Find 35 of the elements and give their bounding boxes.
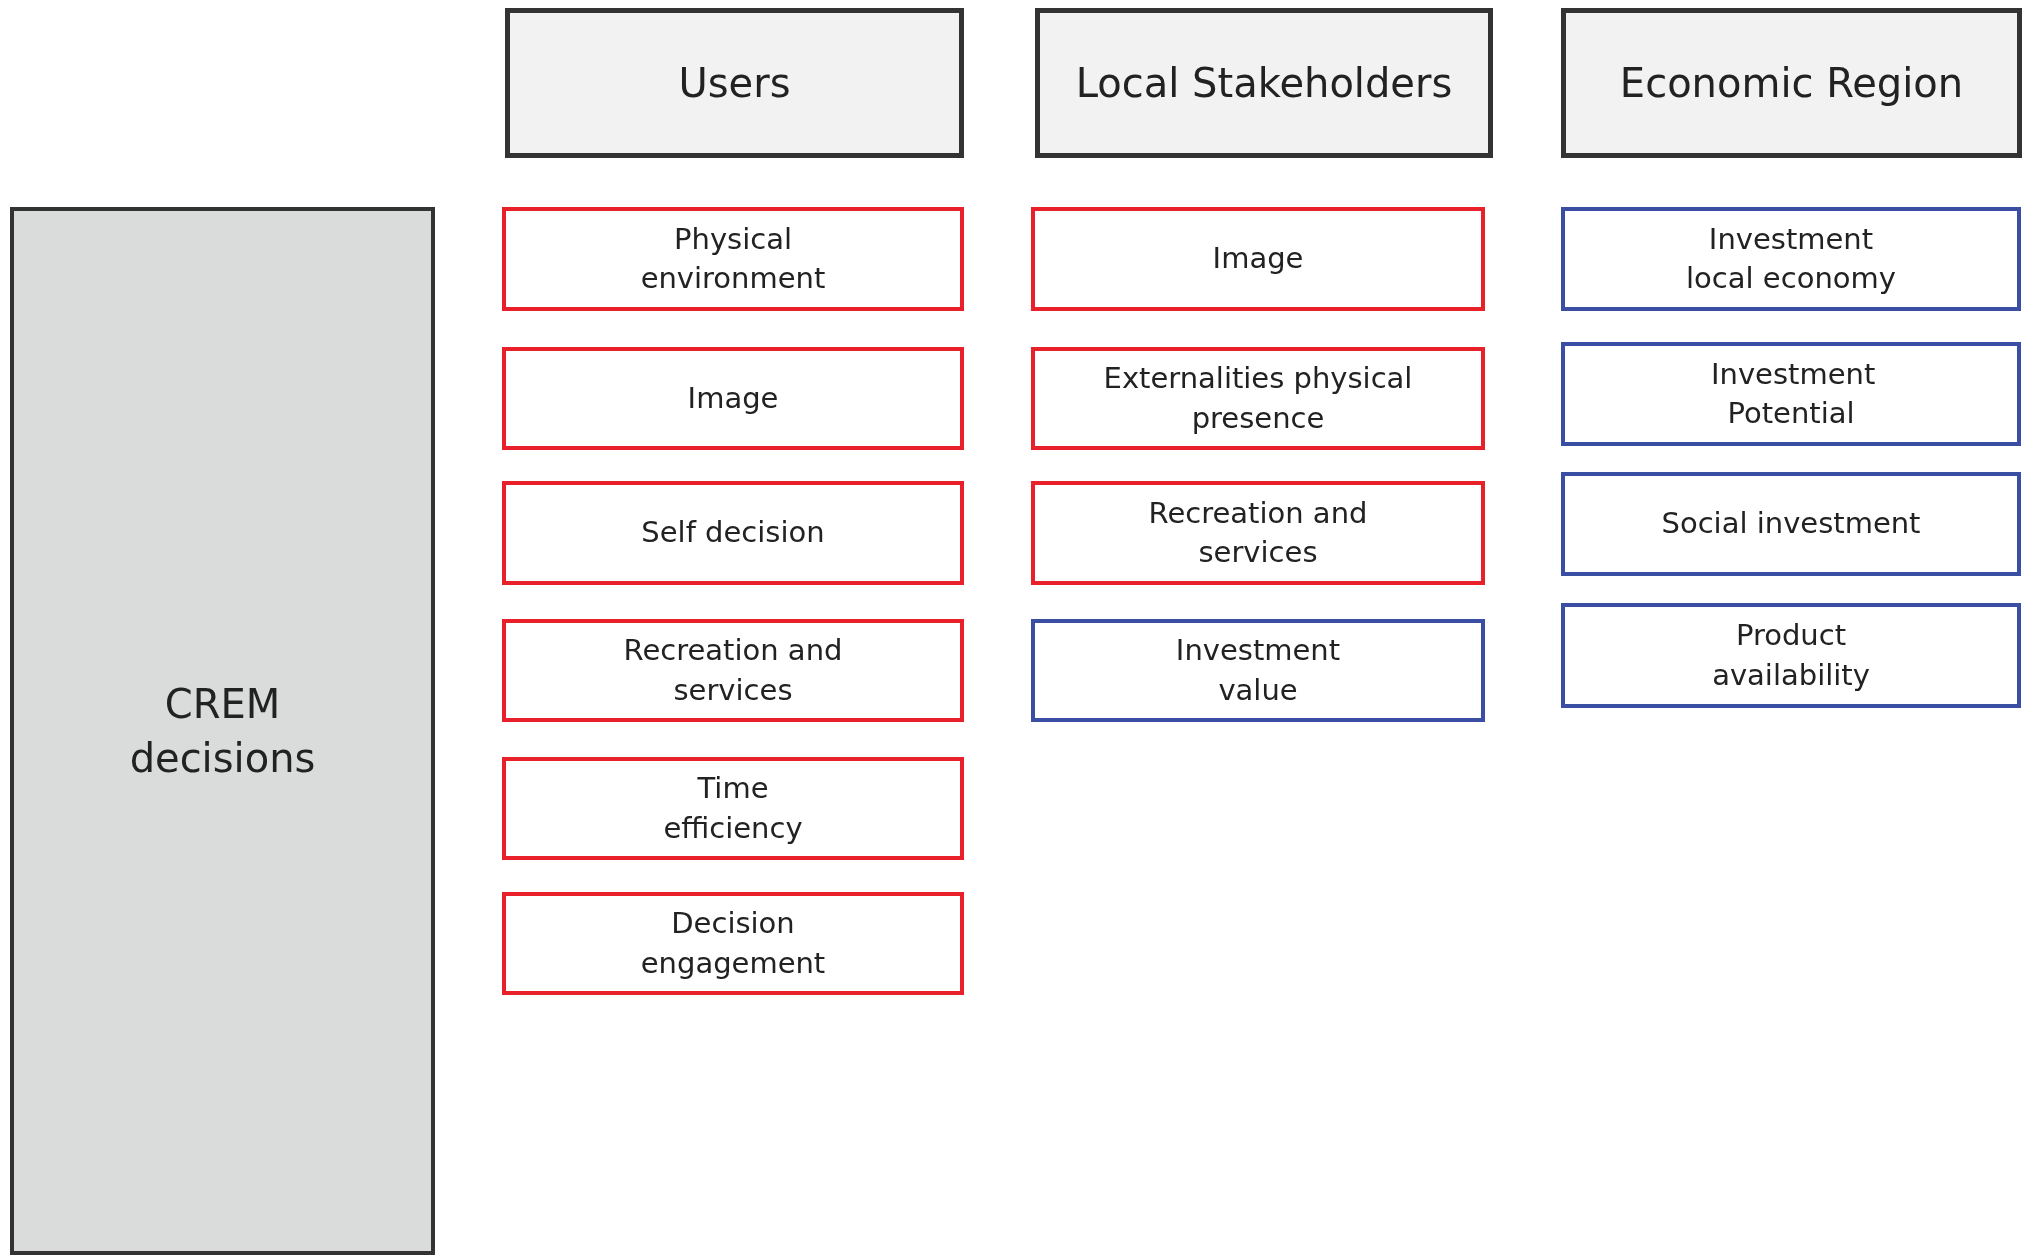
criterion-box [502,619,964,722]
box-label: Recreation and services [622,632,844,709]
criterion-box [1031,619,1485,722]
criterion-box [1031,207,1485,311]
criterion-box [1561,207,2021,311]
box-label: Externalities physical presence [1102,360,1414,437]
column-header-box [1035,8,1493,158]
criterion-box [1561,472,2021,576]
box-label: Self decision [641,514,825,552]
criterion-box [1561,342,2021,446]
box-label: Investment value [1174,632,1342,709]
criterion-box [502,481,964,585]
criterion-box [502,757,964,860]
box-label: Decision engagement [639,905,827,982]
criterion-box [1031,347,1485,450]
box-label: Recreation and services [1147,494,1369,571]
box-label: Image [687,379,779,417]
column-header-box [505,8,964,158]
box-label: Time efficiency [662,770,804,847]
box-label: Product availability [1711,617,1871,694]
box-label: Economic Region [1619,59,1964,108]
criterion-box [1561,603,2021,708]
box-label: Social investment [1661,505,1921,543]
box-label: Local Stakeholders [1075,59,1453,108]
criterion-box [1031,481,1485,585]
criterion-box [502,892,964,995]
box-label: Users [678,59,791,108]
criterion-box [502,207,964,311]
column-header-box [1561,8,2022,158]
decision-panel [10,207,435,1255]
box-label: Physical environment [639,220,827,297]
box-label: Investment local economy [1686,220,1896,297]
box-label: CREM decisions [128,680,317,783]
criterion-box [502,347,964,450]
box-label: Image [1212,240,1304,278]
